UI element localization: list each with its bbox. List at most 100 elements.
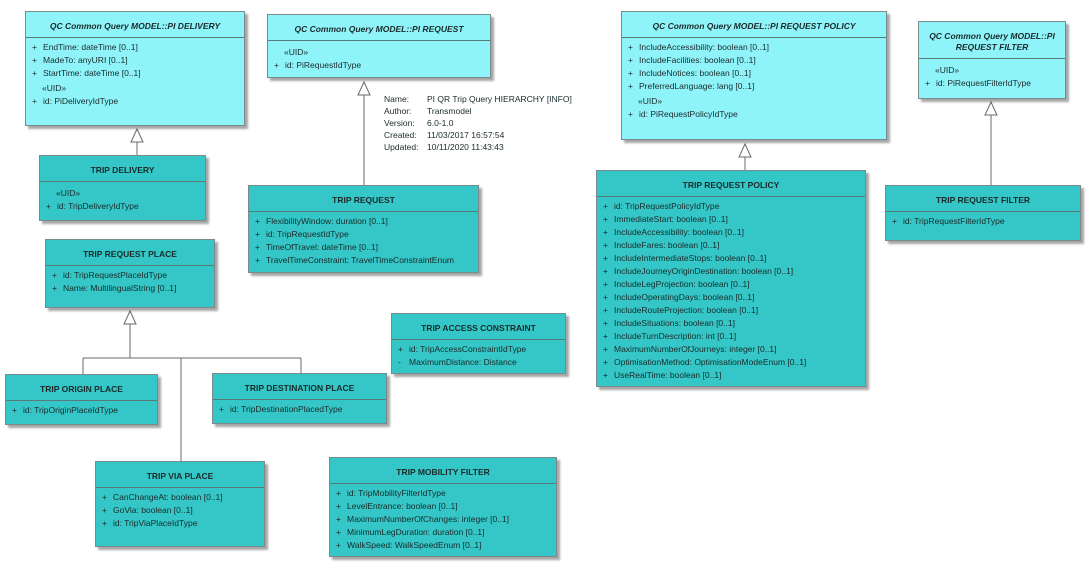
note-value: PI QR Trip Query HIERARCHY [INFO] — [427, 94, 572, 104]
attribute-row: +IncludeFares: boolean [0..1] — [601, 239, 861, 252]
attribute-text: ImmediateStart: boolean [0..1] — [614, 214, 728, 224]
visibility-marker: + — [255, 255, 260, 265]
visibility-marker: + — [603, 292, 608, 302]
visibility-marker: + — [52, 270, 57, 280]
attribute-text: IncludeIntermediateStops: boolean [0..1] — [614, 253, 767, 263]
class-title: TRIP DESTINATION PLACE — [244, 383, 355, 393]
attribute-row: +TimeOfTravel: dateTime [0..1] — [253, 241, 474, 254]
class-box-trip-request-place[interactable]: TRIP REQUEST PLACE + id: TripRequestPlaceI… — [45, 239, 215, 308]
attribute-text: id: TripRequestIdType — [266, 229, 349, 239]
class-attributes: +CanChangeAt: boolean [0..1]+GoVia: bool… — [96, 488, 264, 534]
class-box-trip-delivery[interactable]: TRIP DELIVERY «UID» +id: TripDeliveryIdTyp… — [39, 155, 206, 221]
class-attributes: «UID»+id: PiRequestIdType — [268, 41, 490, 76]
class-box-trip-destination-place[interactable]: TRIP DESTINATION PLACE +id: TripDestinati… — [212, 373, 387, 424]
attribute-text: id: PiRequestIdType — [285, 60, 362, 70]
class-title: TRIP VIA PLACE — [146, 471, 214, 481]
visibility-marker: + — [603, 227, 608, 237]
attribute-row: +IncludeRouteProjection: boolean [0..1] — [601, 304, 861, 317]
attribute-text: TravelTimeConstraint: TravelTimeConstrai… — [266, 255, 455, 265]
attribute-row: + IncludeJourneyOriginDestination: boolea… — [601, 265, 861, 278]
attribute-text: IncludeAccessibility: boolean [0..1] — [614, 227, 744, 237]
attribute-text: id: TripRequestPolicyIdType — [614, 201, 720, 211]
class-attributes: +id: TripAccessConstraintIdType-MaximumD… — [392, 340, 565, 373]
attribute-row: +EndTime: dateTime [0..1] — [30, 41, 240, 54]
attribute-text: FlexibilityWindow: duration [0..1] — [266, 216, 388, 226]
attribute-row: + id: TripRequestPlaceIdType — [50, 269, 210, 282]
note-key: Version: — [384, 118, 415, 128]
class-box-trip-request-filter[interactable]: TRIP REQUEST FILTER+id: TripRequestFilte… — [885, 185, 1081, 241]
attribute-row: +id: TripDeliveryIdType — [44, 200, 201, 213]
visibility-marker: + — [603, 201, 608, 211]
class-header: TRIP REQUEST — [249, 186, 478, 212]
generalization-arrowhead — [738, 142, 752, 158]
class-box-trip-access-constraint[interactable]: TRIP ACCESS CONSTRAINT +id: TripAccessCon… — [391, 313, 566, 374]
class-title: TRIP MOBILITY FILTER — [396, 467, 490, 477]
attribute-row: +IncludeNotices: boolean [0..1] — [626, 67, 882, 80]
class-title: TRIP ACCESS CONSTRAINT — [421, 323, 536, 333]
attribute-row: +LevelEntrance: boolean [0..1] — [334, 500, 552, 513]
class-header: QC Common Query MODEL::PI REQUEST POLICY — [622, 12, 886, 38]
attribute-row: + IncludeOperatingDays: boolean [0..1] — [601, 291, 861, 304]
class-title: TRIP REQUEST PLACE — [83, 249, 177, 259]
attribute-row: + TravelTimeConstraint: TravelTimeConstra… — [253, 254, 474, 267]
attribute-text: MadeTo: anyURI [0..1] — [43, 55, 128, 65]
visibility-marker: + — [603, 370, 608, 380]
class-box-trip-origin-place[interactable]: TRIP ORIGIN PLACE+id: TripOriginPlaceIdT… — [5, 374, 158, 425]
visibility-marker: + — [274, 60, 279, 70]
class-title: TRIP ORIGIN PLACE — [40, 384, 123, 394]
class-attributes: + FlexibilityWindow: duration [0..1] + id: … — [249, 212, 478, 271]
attribute-row: +PreferredLanguage: lang [0..1] — [626, 80, 882, 93]
visibility-marker: + — [603, 266, 608, 276]
visibility-marker: + — [102, 492, 107, 502]
class-header: TRIP DELIVERY — [40, 156, 205, 182]
note-row: Created:11/03/2017 16:57:54 — [384, 129, 572, 141]
class-box-trip-request[interactable]: TRIP REQUEST + FlexibilityWindow: duration… — [248, 185, 479, 273]
note-value: 10/11/2020 11:43:43 — [427, 142, 504, 152]
class-attributes: +IncludeAccessibility: boolean [0..1]+In… — [622, 38, 886, 125]
attribute-text: IncludeLegProjection: boolean [0..1] — [614, 279, 750, 289]
attribute-row: +id: PiDeliveryIdType — [30, 95, 240, 108]
attribute-text: IncludeJourneyOriginDestination: boolean… — [614, 266, 794, 276]
visibility-marker: + — [603, 344, 608, 354]
note-key: Created: — [384, 130, 417, 140]
attribute-row: + IncludeAccessibility: boolean [0..1] — [601, 226, 861, 239]
attribute-row: +IncludeTurnDescription: int [0..1] — [601, 330, 861, 343]
attribute-row: +CanChangeAt: boolean [0..1] — [100, 491, 260, 504]
visibility-marker: + — [255, 242, 260, 252]
class-box-trip-request-policy[interactable]: TRIP REQUEST POLICY+id: TripRequestPolic… — [596, 170, 866, 387]
class-box-pi-request[interactable]: QC Common Query MODEL::PI REQUEST«UID»+i… — [267, 14, 491, 78]
attribute-text: id: TripAccessConstraintIdType — [409, 344, 527, 354]
attribute-row: +OptimisationMethod: OptimisationModeEnu… — [601, 356, 861, 369]
uid-stereotype: «UID» — [42, 83, 67, 93]
visibility-marker: + — [336, 501, 341, 511]
visibility-marker: + — [32, 68, 37, 78]
class-attributes: +id: TripDestinationPlacedType — [213, 400, 386, 420]
attribute-row: +id: TripAccessConstraintIdType — [396, 343, 561, 356]
attribute-row: +StartTime: dateTime [0..1] — [30, 67, 240, 80]
class-box-trip-via-place[interactable]: TRIP VIA PLACE +CanChangeAt: boolean [0..… — [95, 461, 265, 547]
attribute-row: + id: TripRequestPolicyIdType — [601, 200, 861, 213]
attribute-text: id: PiRequestFilterIdType — [936, 78, 1031, 88]
attribute-text: IncludeOperatingDays: boolean [0..1] — [614, 292, 755, 302]
attribute-text: id: TripRequestPlaceIdType — [63, 270, 167, 280]
attribute-text: Name: MultilingualString [0..1] — [63, 283, 177, 293]
generalization-arrowhead — [130, 127, 144, 143]
visibility-marker: + — [32, 42, 37, 52]
visibility-marker: + — [628, 42, 633, 52]
attribute-row: +id: TripDestinationPlacedType — [217, 403, 382, 416]
visibility-marker: + — [336, 488, 341, 498]
visibility-marker: + — [925, 78, 930, 88]
class-title: QC Common Query MODEL::PI DELIVERY — [49, 21, 221, 31]
note-row: Updated:10/11/2020 11:43:43 — [384, 141, 572, 153]
class-box-pi-request-filter[interactable]: QC Common Query MODEL::PI REQUEST FILTER… — [918, 21, 1066, 99]
class-box-trip-mobility-filter[interactable]: TRIP MOBILITY FILTER+id: TripMobilityFil… — [329, 457, 557, 557]
visibility-marker: + — [12, 405, 17, 415]
class-attributes: «UID» +id: TripDeliveryIdType — [40, 182, 205, 217]
class-title: QC Common Query MODEL::PI REQUEST FILTER — [929, 31, 1055, 52]
attribute-row: +IncludeSituations: boolean [0..1] — [601, 317, 861, 330]
generalization-arrowhead — [984, 100, 998, 116]
visibility-marker: + — [102, 518, 107, 528]
class-box-pi-delivery[interactable]: QC Common Query MODEL::PI DELIVERY+EndTi… — [25, 11, 245, 126]
class-box-pi-request-policy[interactable]: QC Common Query MODEL::PI REQUEST POLICY… — [621, 11, 887, 140]
uid-stereotype: «UID» — [56, 188, 81, 198]
